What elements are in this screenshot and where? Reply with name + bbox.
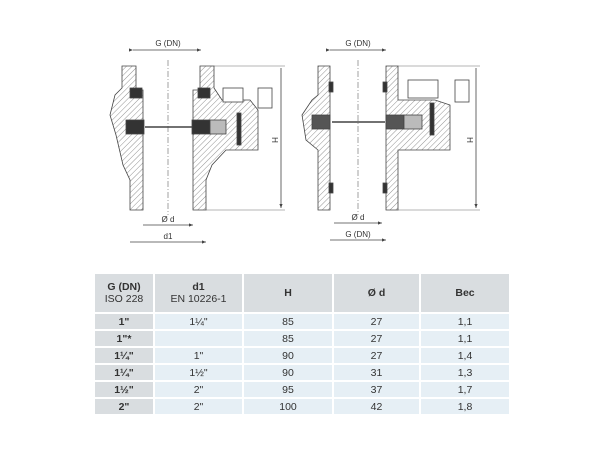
table-cell: 1¼" bbox=[93, 363, 155, 382]
header-bec: Bec bbox=[419, 272, 511, 314]
table-cell: 1¼" bbox=[153, 312, 244, 331]
left-h-label: H bbox=[270, 137, 279, 143]
left-section-drawing bbox=[109, 48, 285, 244]
right-g-dn-bottom-label: G (DN) bbox=[345, 230, 371, 239]
table-cell: 1,4 bbox=[419, 346, 511, 365]
right-h-label: H bbox=[465, 137, 474, 143]
left-g-dn-label: G (DN) bbox=[155, 39, 181, 48]
left-d1-label: d1 bbox=[164, 232, 173, 241]
right-section-drawing bbox=[301, 48, 480, 242]
table-cell: 85 bbox=[242, 329, 334, 348]
header-g-dn: G (DN)ISO 228 bbox=[93, 272, 155, 314]
table-cell: 1½" bbox=[93, 380, 155, 399]
left-od-label: Ø d bbox=[162, 215, 175, 224]
table-cell: 1" bbox=[153, 346, 244, 365]
table-cell: 90 bbox=[242, 363, 334, 382]
table-cell: 27 bbox=[332, 312, 421, 331]
table-cell: 1"* bbox=[93, 329, 155, 348]
table-cell: 42 bbox=[332, 397, 421, 416]
right-g-dn-top-label: G (DN) bbox=[345, 39, 371, 48]
header-od: Ø d bbox=[332, 272, 421, 314]
table-cell: 85 bbox=[242, 312, 334, 331]
table-cell: 1,1 bbox=[419, 312, 511, 331]
table-cell: 95 bbox=[242, 380, 334, 399]
table-cell bbox=[153, 329, 244, 348]
table-cell: 1½" bbox=[153, 363, 244, 382]
table-cell: 1" bbox=[93, 312, 155, 331]
table-cell: 27 bbox=[332, 346, 421, 365]
table-cell: 37 bbox=[332, 380, 421, 399]
table-cell: 90 bbox=[242, 346, 334, 365]
table-cell: 31 bbox=[332, 363, 421, 382]
table-cell: 2" bbox=[153, 380, 244, 399]
table-cell: 1¼" bbox=[93, 346, 155, 365]
table-cell: 100 bbox=[242, 397, 334, 416]
technical-drawings: G (DN) Ø d d1 H G (DN) Ø d G (DN) H bbox=[109, 39, 480, 244]
table-cell: 27 bbox=[332, 329, 421, 348]
table-cell: 2" bbox=[93, 397, 155, 416]
right-od-label: Ø d bbox=[352, 213, 365, 222]
table-cell: 2" bbox=[153, 397, 244, 416]
header-h: H bbox=[242, 272, 334, 314]
table-cell: 1,1 bbox=[419, 329, 511, 348]
table-cell: 1,8 bbox=[419, 397, 511, 416]
table-cell: 1,3 bbox=[419, 363, 511, 382]
table-cell: 1,7 bbox=[419, 380, 511, 399]
